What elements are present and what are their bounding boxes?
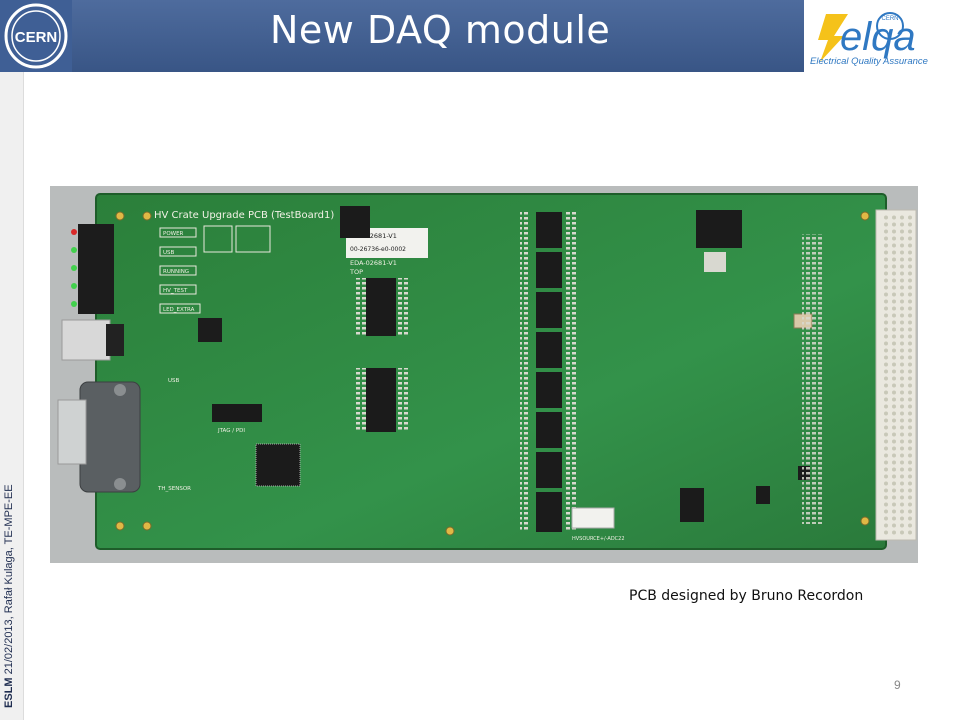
cern-logo-icon: CERN	[0, 0, 72, 72]
footer-text: ESLM 21/02/2013, Rafał Kulaga, TE-MPE-EE	[3, 484, 15, 708]
db9-connector	[79, 381, 141, 493]
opto-column	[536, 212, 562, 532]
footer-event: ESLM	[3, 677, 15, 708]
elqa-cern-text: CERN	[881, 16, 898, 22]
jtag-header	[212, 404, 262, 422]
led-label-hv-test: HV_TEST	[163, 288, 188, 294]
pcb-photo: HV Crate Upgrade PCB (TestBoard1) EDA-02…	[50, 186, 918, 563]
cern-logo-text: CERN	[15, 29, 58, 46]
led-label-power: POWER	[163, 231, 184, 237]
header-bar	[0, 0, 960, 72]
slide-title: New DAQ module	[270, 8, 611, 52]
relay-right	[696, 210, 742, 248]
th-sensor-label: TH_SENSOR	[157, 486, 191, 492]
usb-connector	[61, 319, 111, 361]
led-column	[71, 224, 114, 314]
elqa-tagline: Electrical Quality Assurance	[810, 56, 928, 67]
jtag-label: JTAG / PDI	[217, 428, 245, 434]
pcb-part-code: 00-26736-e0-0002	[350, 246, 406, 253]
pcb-board-title: HV Crate Upgrade PCB (TestBoard1)	[154, 210, 334, 221]
elqa-logo: elqa CERN Electrical Quality Assurance	[804, 0, 960, 72]
header-shade	[0, 0, 960, 72]
led-label-led-extra: LED_EXTRA	[163, 307, 195, 313]
pcb-image: HV Crate Upgrade PCB (TestBoard1) EDA-02…	[50, 186, 918, 563]
elqa-logo-icon: elqa CERN Electrical Quality Assurance	[810, 12, 928, 67]
page-number: 9	[894, 678, 901, 692]
footer-details: 21/02/2013, Rafał Kulaga, TE-MPE-EE	[3, 484, 15, 678]
led-label-running: RUNNING	[163, 269, 189, 275]
led-label-usb: USB	[163, 250, 175, 256]
middle-ic-pins	[354, 278, 408, 432]
microcontroller-chip	[255, 443, 301, 487]
pcb-side: TOP	[349, 268, 363, 276]
usb-label: USB	[168, 378, 180, 384]
pcb-part-number-2: EDA-02681-V1	[350, 259, 397, 267]
hv-source-label: HVSOURCE+/-ADC22	[572, 536, 625, 542]
photo-caption: PCB designed by Bruno Recordon	[629, 588, 864, 604]
hv-source-connector	[571, 507, 615, 529]
middle-ics	[366, 278, 396, 432]
left-sidebar	[0, 72, 24, 720]
relay-left	[340, 206, 370, 238]
adc-chips	[680, 466, 810, 522]
pcb-part-number: EDA-02681-V1	[350, 232, 397, 240]
